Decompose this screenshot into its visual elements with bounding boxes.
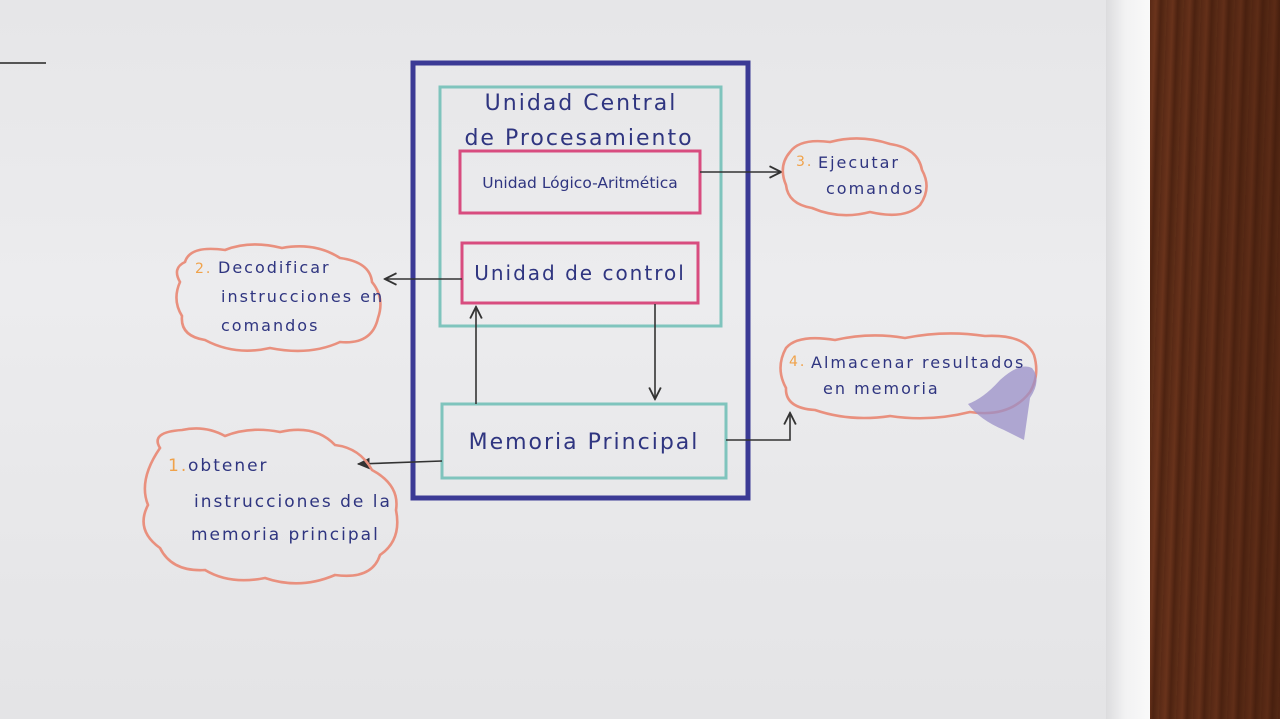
paper-sheet: [0, 0, 1150, 719]
arrow-memory-to-step1: [356, 457, 443, 470]
step3-cloud-outline: [781, 137, 928, 217]
step2-number: 2.: [195, 261, 212, 277]
control-unit-label: Unidad de control: [474, 261, 686, 285]
alu-label: Unidad Lógico-Aritmética: [482, 174, 678, 192]
cpu-outer-box: [410, 60, 751, 501]
step2-cloud-outline: [175, 243, 382, 353]
step1-line3: memoria principal: [191, 525, 380, 545]
step4-number: 4.: [789, 354, 806, 370]
main-memory-label: Memoria Principal: [469, 430, 700, 455]
step1-cloud-outline: [142, 427, 399, 585]
step3-line1: Ejecutar: [818, 153, 900, 172]
step2-cloud: 2. Decodificar instrucciones en comandos: [175, 243, 384, 353]
step1-line1: obtener: [188, 456, 269, 476]
ink-smudge: [968, 366, 1037, 440]
step2-line3: comandos: [221, 316, 319, 335]
step2-line2: instrucciones en: [221, 287, 384, 306]
cpu-title-line1: Unidad Central: [485, 91, 678, 116]
paper-edge: [1106, 0, 1154, 719]
margin-line: [0, 62, 46, 64]
step1-number: 1.: [168, 456, 188, 476]
arrow-memory-to-step4: [726, 414, 790, 441]
main-memory-box: [440, 402, 728, 480]
step3-number: 3.: [796, 154, 813, 170]
step3-cloud: 3. Ejecutar comandos: [781, 137, 928, 217]
step3-line2: comandos: [826, 179, 924, 198]
control-unit-box: [460, 241, 700, 305]
wooden-table: [1150, 0, 1280, 719]
cpu-inner-box: [438, 85, 723, 328]
step2-line1: Decodificar: [218, 258, 331, 277]
step1-line2: instrucciones de la: [194, 492, 392, 512]
step4-cloud: 4. Almacenar resultados en memoria: [779, 332, 1038, 440]
step1-cloud: 1. obtener instrucciones de la memoria p…: [142, 427, 399, 585]
alu-box: [458, 149, 702, 215]
step4-line2: en memoria: [823, 379, 940, 398]
cpu-title-line2: de Procesamiento: [464, 126, 693, 151]
step4-line1: Almacenar resultados: [811, 353, 1025, 372]
